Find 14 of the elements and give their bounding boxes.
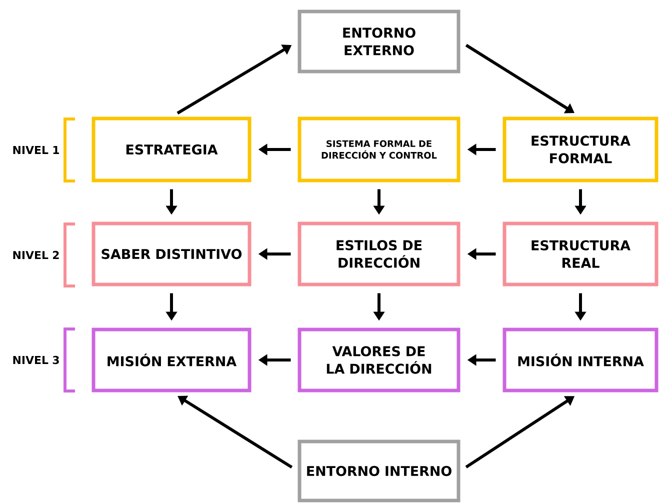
- level-label: NIVEL 3: [13, 356, 59, 364]
- text-box: SISTEMA FORMAL DE DIRECCIÓN Y CONTROL: [298, 116, 460, 182]
- text-box: SABER DISTINTIVO: [92, 222, 252, 286]
- text-box: ESTRATEGIA: [92, 116, 252, 182]
- text-box: VALORES DE LA DIRECCIÓN: [298, 328, 460, 392]
- text-box: ENTORNO EXTERNO: [298, 10, 460, 74]
- text-box: ESTILOS DE DIRECCIÓN: [298, 222, 460, 286]
- text-box: MISIÓN EXTERNA: [92, 328, 252, 392]
- text-box: ESTRUCTURA REAL: [502, 222, 658, 286]
- text-box: ENTORNO INTERNO: [298, 440, 460, 502]
- text-box: ESTRUCTURA FORMAL: [502, 116, 658, 182]
- level-label: NIVEL 1: [13, 146, 59, 154]
- level-label: NIVEL 2: [13, 250, 59, 260]
- text-box: MISIÓN INTERNA: [502, 328, 658, 392]
